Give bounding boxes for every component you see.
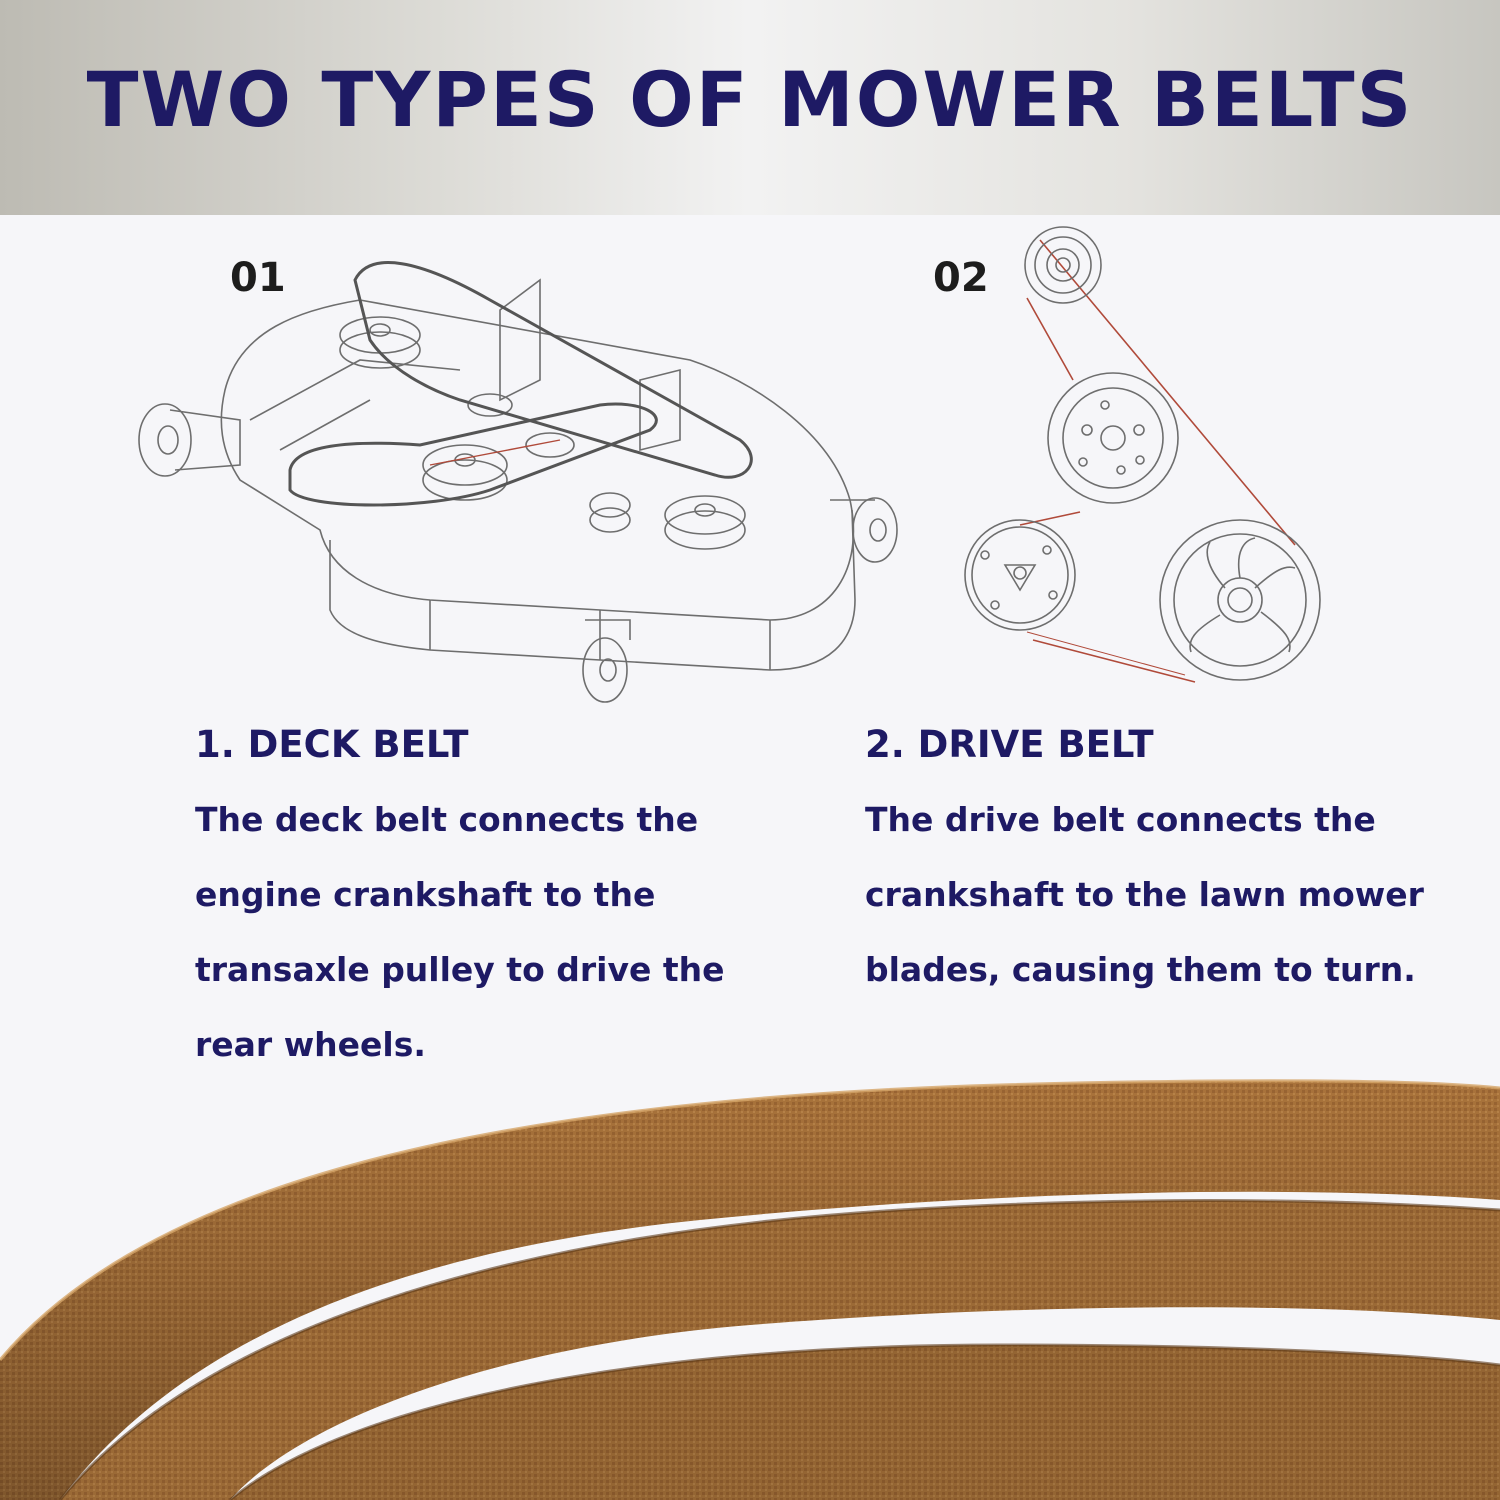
deck-belt-diagram [138,261,898,703]
deck-belt-heading: 1. DECK BELT [195,723,469,766]
item-number-01: 01 [230,255,286,301]
belt-photo [0,1079,1500,1500]
page-title: TWO TYPES OF MOWER BELTS [86,55,1414,144]
item-number-02: 02 [933,255,989,301]
drive-belt-diagram [964,226,1321,683]
drive-belt-description: The drive belt connects the crankshaft t… [865,800,1424,989]
drive-belt-heading: 2. DRIVE BELT [865,723,1154,766]
deck-belt-description: The deck belt connects the engine cranks… [195,800,725,1064]
title-banner: TWO TYPES OF MOWER BELTS [0,0,1500,215]
